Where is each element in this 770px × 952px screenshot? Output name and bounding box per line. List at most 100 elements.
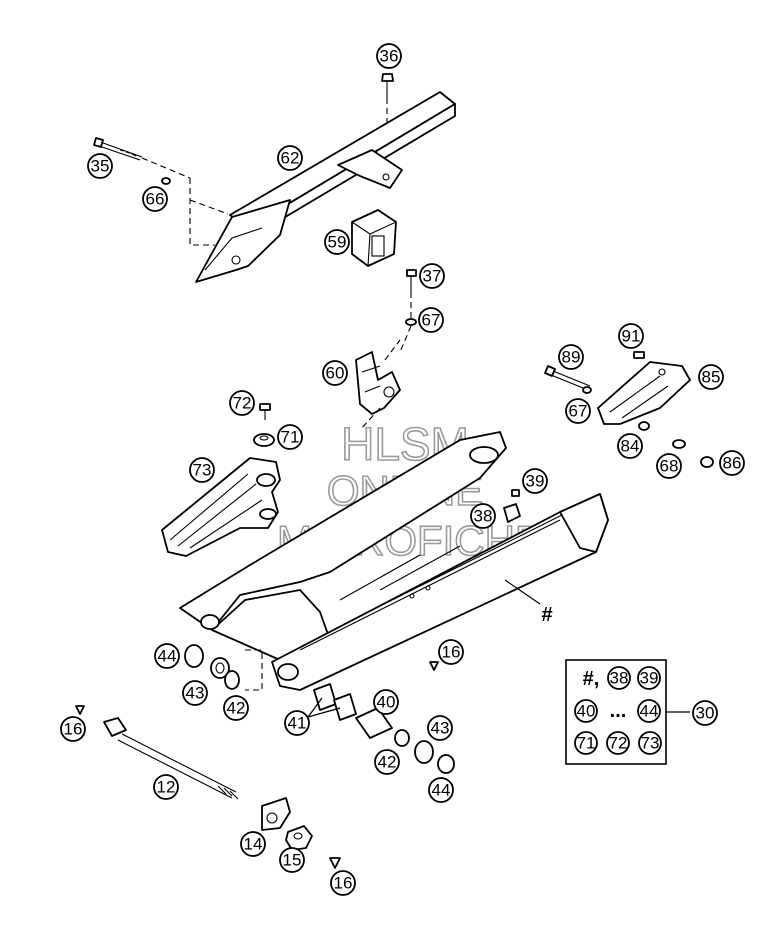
callout-label: 44 [432, 781, 451, 800]
callout-label: 16 [334, 874, 353, 893]
callout-label: 16 [442, 643, 461, 662]
svg-text:38: 38 [610, 669, 629, 688]
callout-label: 84 [621, 437, 640, 456]
chain-guide-bracket [355, 339, 401, 431]
callout-73: 73 [189, 457, 215, 483]
callout-37: 37 [419, 263, 445, 289]
callout-86: 86 [719, 450, 745, 476]
kit-callout-39: 39 [637, 666, 661, 690]
nut-38-39 [503, 489, 521, 523]
callout-30: 30 [692, 700, 718, 726]
callout-14: 14 [240, 831, 266, 857]
axle-bolt [103, 717, 239, 800]
kit-callout-71: 71 [574, 731, 598, 755]
callout-68: 68 [656, 453, 682, 479]
callout-label: 89 [562, 348, 581, 367]
callout-43: 43 [427, 715, 453, 741]
cap-16-top [75, 661, 439, 715]
callout-label: 67 [422, 311, 441, 330]
kit-box-hash-label: #, [583, 668, 600, 690]
callout-59: 59 [324, 229, 350, 255]
chain-slider-block [351, 209, 397, 267]
callout-label: 42 [378, 753, 397, 772]
callout-85: 85 [698, 364, 724, 390]
callout-91: 91 [618, 323, 644, 349]
svg-text:40: 40 [577, 702, 596, 721]
callout-label: 67 [569, 402, 588, 421]
callout-38: 38 [470, 503, 496, 529]
swingarm [179, 431, 609, 691]
chain-guide-85 [544, 351, 714, 468]
callout-label: 72 [233, 394, 252, 413]
callout-label: 36 [380, 47, 399, 66]
callout-label: 86 [723, 454, 742, 473]
kit-callout-44: 44 [637, 699, 661, 723]
swingarm-marker: # [541, 604, 552, 626]
callout-15: 15 [279, 847, 305, 873]
kit-callout-40: 40 [574, 699, 598, 723]
callout-16: 16 [330, 870, 356, 896]
svg-text:44: 44 [640, 702, 659, 721]
callout-89: 89 [558, 344, 584, 370]
callout-84: 84 [617, 433, 643, 459]
bearings-left [184, 644, 263, 691]
callout-label: 43 [186, 684, 205, 703]
callout-label: 41 [288, 714, 307, 733]
callout-12: 12 [153, 774, 179, 800]
bolt-35 [93, 137, 229, 246]
callout-16: 16 [60, 716, 86, 742]
kit-callout-72: 72 [606, 731, 630, 755]
callout-label: 62 [281, 149, 300, 168]
chain-sliding-guard [161, 457, 281, 557]
callout-label: 43 [431, 719, 450, 738]
callout-44: 44 [154, 643, 180, 669]
callout-label: 37 [423, 267, 442, 286]
svg-text:71: 71 [577, 734, 596, 753]
callout-label: 38 [474, 507, 493, 526]
callout-67: 67 [418, 307, 444, 333]
kit-callout-73: 73 [638, 731, 662, 755]
bushings-center [307, 683, 455, 774]
callout-label: 85 [702, 368, 721, 387]
callout-72: 72 [229, 390, 255, 416]
callout-label: 73 [193, 461, 212, 480]
callout-62: 62 [277, 145, 303, 171]
callout-label: 91 [622, 327, 641, 346]
callout-42: 42 [374, 749, 400, 775]
callout-67: 67 [565, 398, 591, 424]
callout-label: 12 [157, 778, 176, 797]
callout-36: 36 [376, 43, 402, 69]
callout-label: 15 [283, 851, 302, 870]
callout-label: 60 [326, 364, 345, 383]
kit-callout-38: 38 [607, 666, 631, 690]
callout-40: 40 [373, 689, 399, 715]
screw-72 [253, 403, 275, 447]
callout-43: 43 [182, 680, 208, 706]
callout-label: 40 [377, 693, 396, 712]
bolt-37 [399, 269, 417, 353]
callout-42: 42 [223, 695, 249, 721]
screw-36 [381, 73, 394, 122]
callout-label: 16 [64, 720, 83, 739]
svg-text:72: 72 [609, 734, 628, 753]
callout-label: 71 [281, 428, 300, 447]
callout-35: 35 [87, 153, 113, 179]
callout-44: 44 [428, 777, 454, 803]
chain-guard [195, 91, 456, 283]
kit-box-range-dots: ... [610, 700, 627, 722]
svg-text:39: 39 [640, 669, 659, 688]
callout-71: 71 [277, 424, 303, 450]
callout-label: 14 [244, 835, 263, 854]
callout-label: 66 [146, 190, 165, 209]
callout-60: 60 [322, 360, 348, 386]
svg-text:73: 73 [641, 734, 660, 753]
callout-layer: 36 35 62 66 59 37 67 60 91 89 85 67 72 71 84 68 86 73 39 38… [60, 43, 745, 896]
callout-label: 42 [227, 699, 246, 718]
callout-label: 30 [696, 704, 715, 723]
callout-16: 16 [438, 639, 464, 665]
callout-label: 44 [158, 647, 177, 666]
callout-label: 59 [328, 233, 347, 252]
callout-label: 68 [660, 457, 679, 476]
callout-39: 39 [522, 468, 548, 494]
